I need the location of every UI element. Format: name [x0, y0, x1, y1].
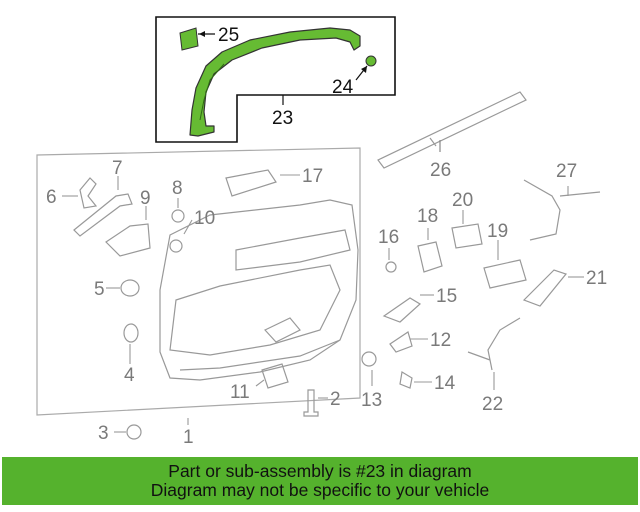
callout-16: 16 — [378, 227, 399, 248]
part-21-handle[interactable] — [522, 269, 568, 307]
part-16-clip[interactable] — [385, 261, 397, 273]
part-19-switch[interactable] — [483, 259, 527, 289]
part-17-switch-bezel[interactable] — [225, 169, 277, 197]
part-18-switch[interactable] — [417, 241, 443, 273]
callout-3: 3 — [98, 423, 109, 444]
callout-1: 1 — [183, 427, 194, 448]
callout-12: 12 — [430, 330, 451, 351]
callout-9: 9 — [140, 188, 151, 209]
callout-21: 21 — [586, 268, 607, 289]
part-5-bumper[interactable] — [120, 279, 140, 297]
banner-line-2: Diagram may not be specific to your vehi… — [150, 480, 490, 500]
part-13-push-pin[interactable] — [361, 351, 377, 367]
callout-27: 27 — [556, 161, 577, 182]
callout-7: 7 — [112, 158, 123, 179]
callout-17: 17 — [302, 166, 323, 187]
part-26-sill-strip[interactable] — [377, 91, 527, 169]
callout-24: 24 — [332, 77, 354, 98]
part-24-plug[interactable] — [365, 55, 377, 67]
door-trim-panel — [36, 147, 361, 416]
part-23-weatherstrip[interactable] — [189, 27, 361, 137]
info-banner: Part or sub-assembly is #23 in diagram D… — [2, 457, 638, 505]
callout-18: 18 — [417, 206, 438, 227]
part-20-switch[interactable] — [451, 223, 483, 249]
callout-5: 5 — [94, 279, 105, 300]
part-27-harness[interactable] — [523, 179, 601, 241]
part-4-fastener[interactable] — [123, 323, 139, 343]
callout-6: 6 — [46, 187, 57, 208]
callout-4: 4 — [124, 365, 135, 386]
part-12-clip[interactable] — [389, 331, 413, 353]
part-3-nut[interactable] — [126, 424, 142, 440]
callout-10: 10 — [194, 208, 215, 229]
callout-13: 13 — [361, 390, 382, 411]
part-15-handle[interactable] — [382, 297, 422, 323]
callout-26: 26 — [430, 160, 451, 181]
callout-19: 19 — [487, 221, 508, 242]
part-2-bolt[interactable] — [303, 389, 319, 417]
callout-8: 8 — [172, 178, 183, 199]
part-9-bracket[interactable] — [105, 223, 151, 257]
part-6-bracket[interactable] — [79, 177, 98, 209]
inset-box-part-23: 25 24 23 — [155, 16, 396, 143]
callout-23: 23 — [272, 108, 293, 129]
callout-15: 15 — [436, 286, 457, 307]
callout-labels: 6 7 9 8 10 5 4 3 1 11 2 17 16 18 20 19 2… — [46, 158, 607, 448]
callout-2: 2 — [330, 389, 341, 410]
callout-25: 25 — [218, 25, 239, 46]
part-10-clip[interactable] — [169, 239, 183, 253]
part-22-harness[interactable] — [467, 317, 521, 371]
callout-22: 22 — [482, 394, 503, 415]
callout-14: 14 — [434, 373, 456, 394]
part-25-clip[interactable] — [179, 27, 199, 51]
part-7-bracket[interactable] — [73, 193, 133, 237]
part-11-clip[interactable] — [261, 363, 289, 389]
part-8-clip[interactable] — [171, 209, 185, 223]
callout-20: 20 — [452, 190, 473, 211]
part-14-screw[interactable] — [399, 371, 413, 389]
callout-11: 11 — [230, 382, 250, 403]
banner-line-1: Part or sub-assembly is #23 in diagram — [168, 461, 472, 481]
